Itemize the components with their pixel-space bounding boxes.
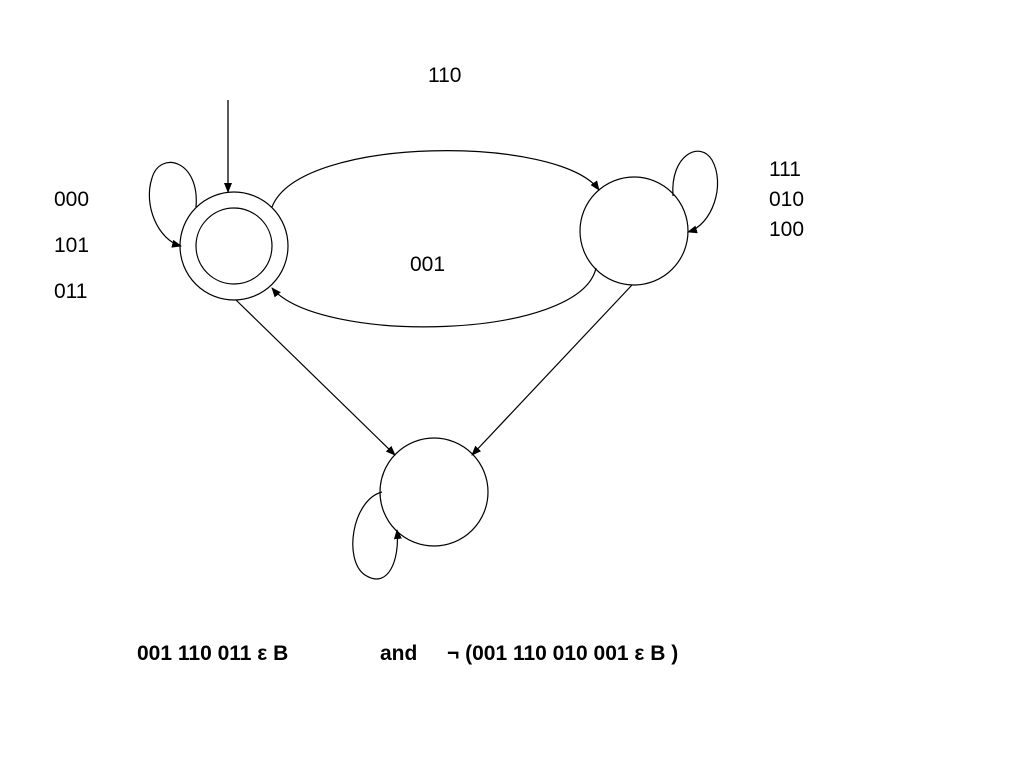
self-loop-label-q1: 010	[769, 188, 805, 211]
self-loop-q0	[148, 161, 197, 248]
self-loop-label-q1: 100	[769, 218, 805, 241]
formula-part-1: 001 110 011 ε B	[137, 642, 289, 665]
self-loop-label-q0: 000	[54, 188, 90, 211]
state-q0-inner-ring	[195, 207, 273, 285]
self-loop-labels-q0: 000 101 011	[54, 188, 89, 304]
state-q2	[379, 437, 489, 547]
edge-label-q0-to-q1: 110	[428, 64, 462, 87]
edge-q0-to-q2	[235, 299, 396, 456]
self-loop-label-q1: 111	[769, 158, 801, 181]
edge-q1-to-q2	[471, 284, 633, 456]
self-loop-label-q0: 011	[54, 280, 88, 303]
self-loop-labels-q1: 111 010 100	[769, 158, 804, 242]
self-loop-q1	[672, 150, 719, 234]
edge-q1-to-q0	[271, 267, 597, 328]
formula-part-2: ¬ (001 110 010 001 ε B )	[447, 642, 679, 665]
edge-q0-to-q1	[271, 150, 600, 208]
formula-connector: and	[380, 642, 418, 665]
edge-label-q1-to-q0: 001	[410, 253, 446, 276]
self-loop-q2	[352, 491, 402, 580]
self-loop-label-q0: 101	[54, 234, 90, 257]
